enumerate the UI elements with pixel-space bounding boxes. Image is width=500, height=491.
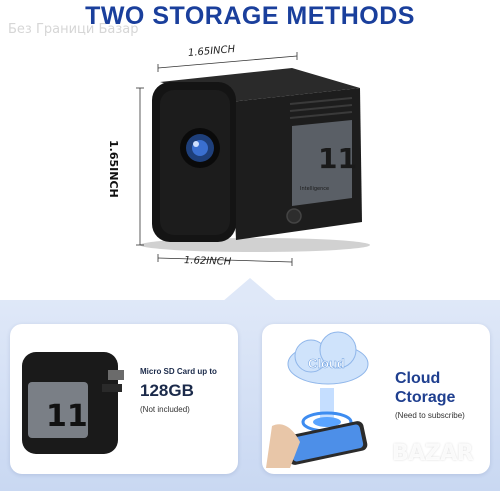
dimension-bottom: 1.62INCH (183, 255, 232, 268)
cloud-title-line1: Cloud (395, 370, 441, 387)
cloud-image: Cloud (266, 331, 369, 468)
watermark-logo: BAZAR (392, 441, 474, 466)
cloud-badge: Cloud (308, 356, 345, 371)
panel-pointer (222, 278, 278, 302)
watermark-text: Без Граници Базар (8, 22, 139, 37)
camera-label-number: 11 (318, 142, 357, 175)
camera-label-brand: Intelligence (300, 186, 329, 192)
cloud-title: Cloud Ctorage (395, 369, 455, 407)
cloud-title-line2: Ctorage (395, 389, 456, 406)
page-title: TWO STORAGE METHODS (85, 2, 415, 30)
dimension-lines (136, 52, 298, 266)
camera-illustration: 11 Intelligence (136, 52, 370, 266)
camera-sd-image: 11 (22, 352, 124, 454)
dimension-side: 1.65INCH (107, 140, 120, 198)
cloud-note: (Need to subscribe) (395, 411, 465, 420)
sd-card-note: (Not included) (140, 405, 190, 414)
sd-card-line1: Micro SD Card up to (140, 367, 217, 376)
svg-text:11: 11 (46, 399, 88, 434)
sd-card-capacity: 128GB (140, 381, 194, 400)
